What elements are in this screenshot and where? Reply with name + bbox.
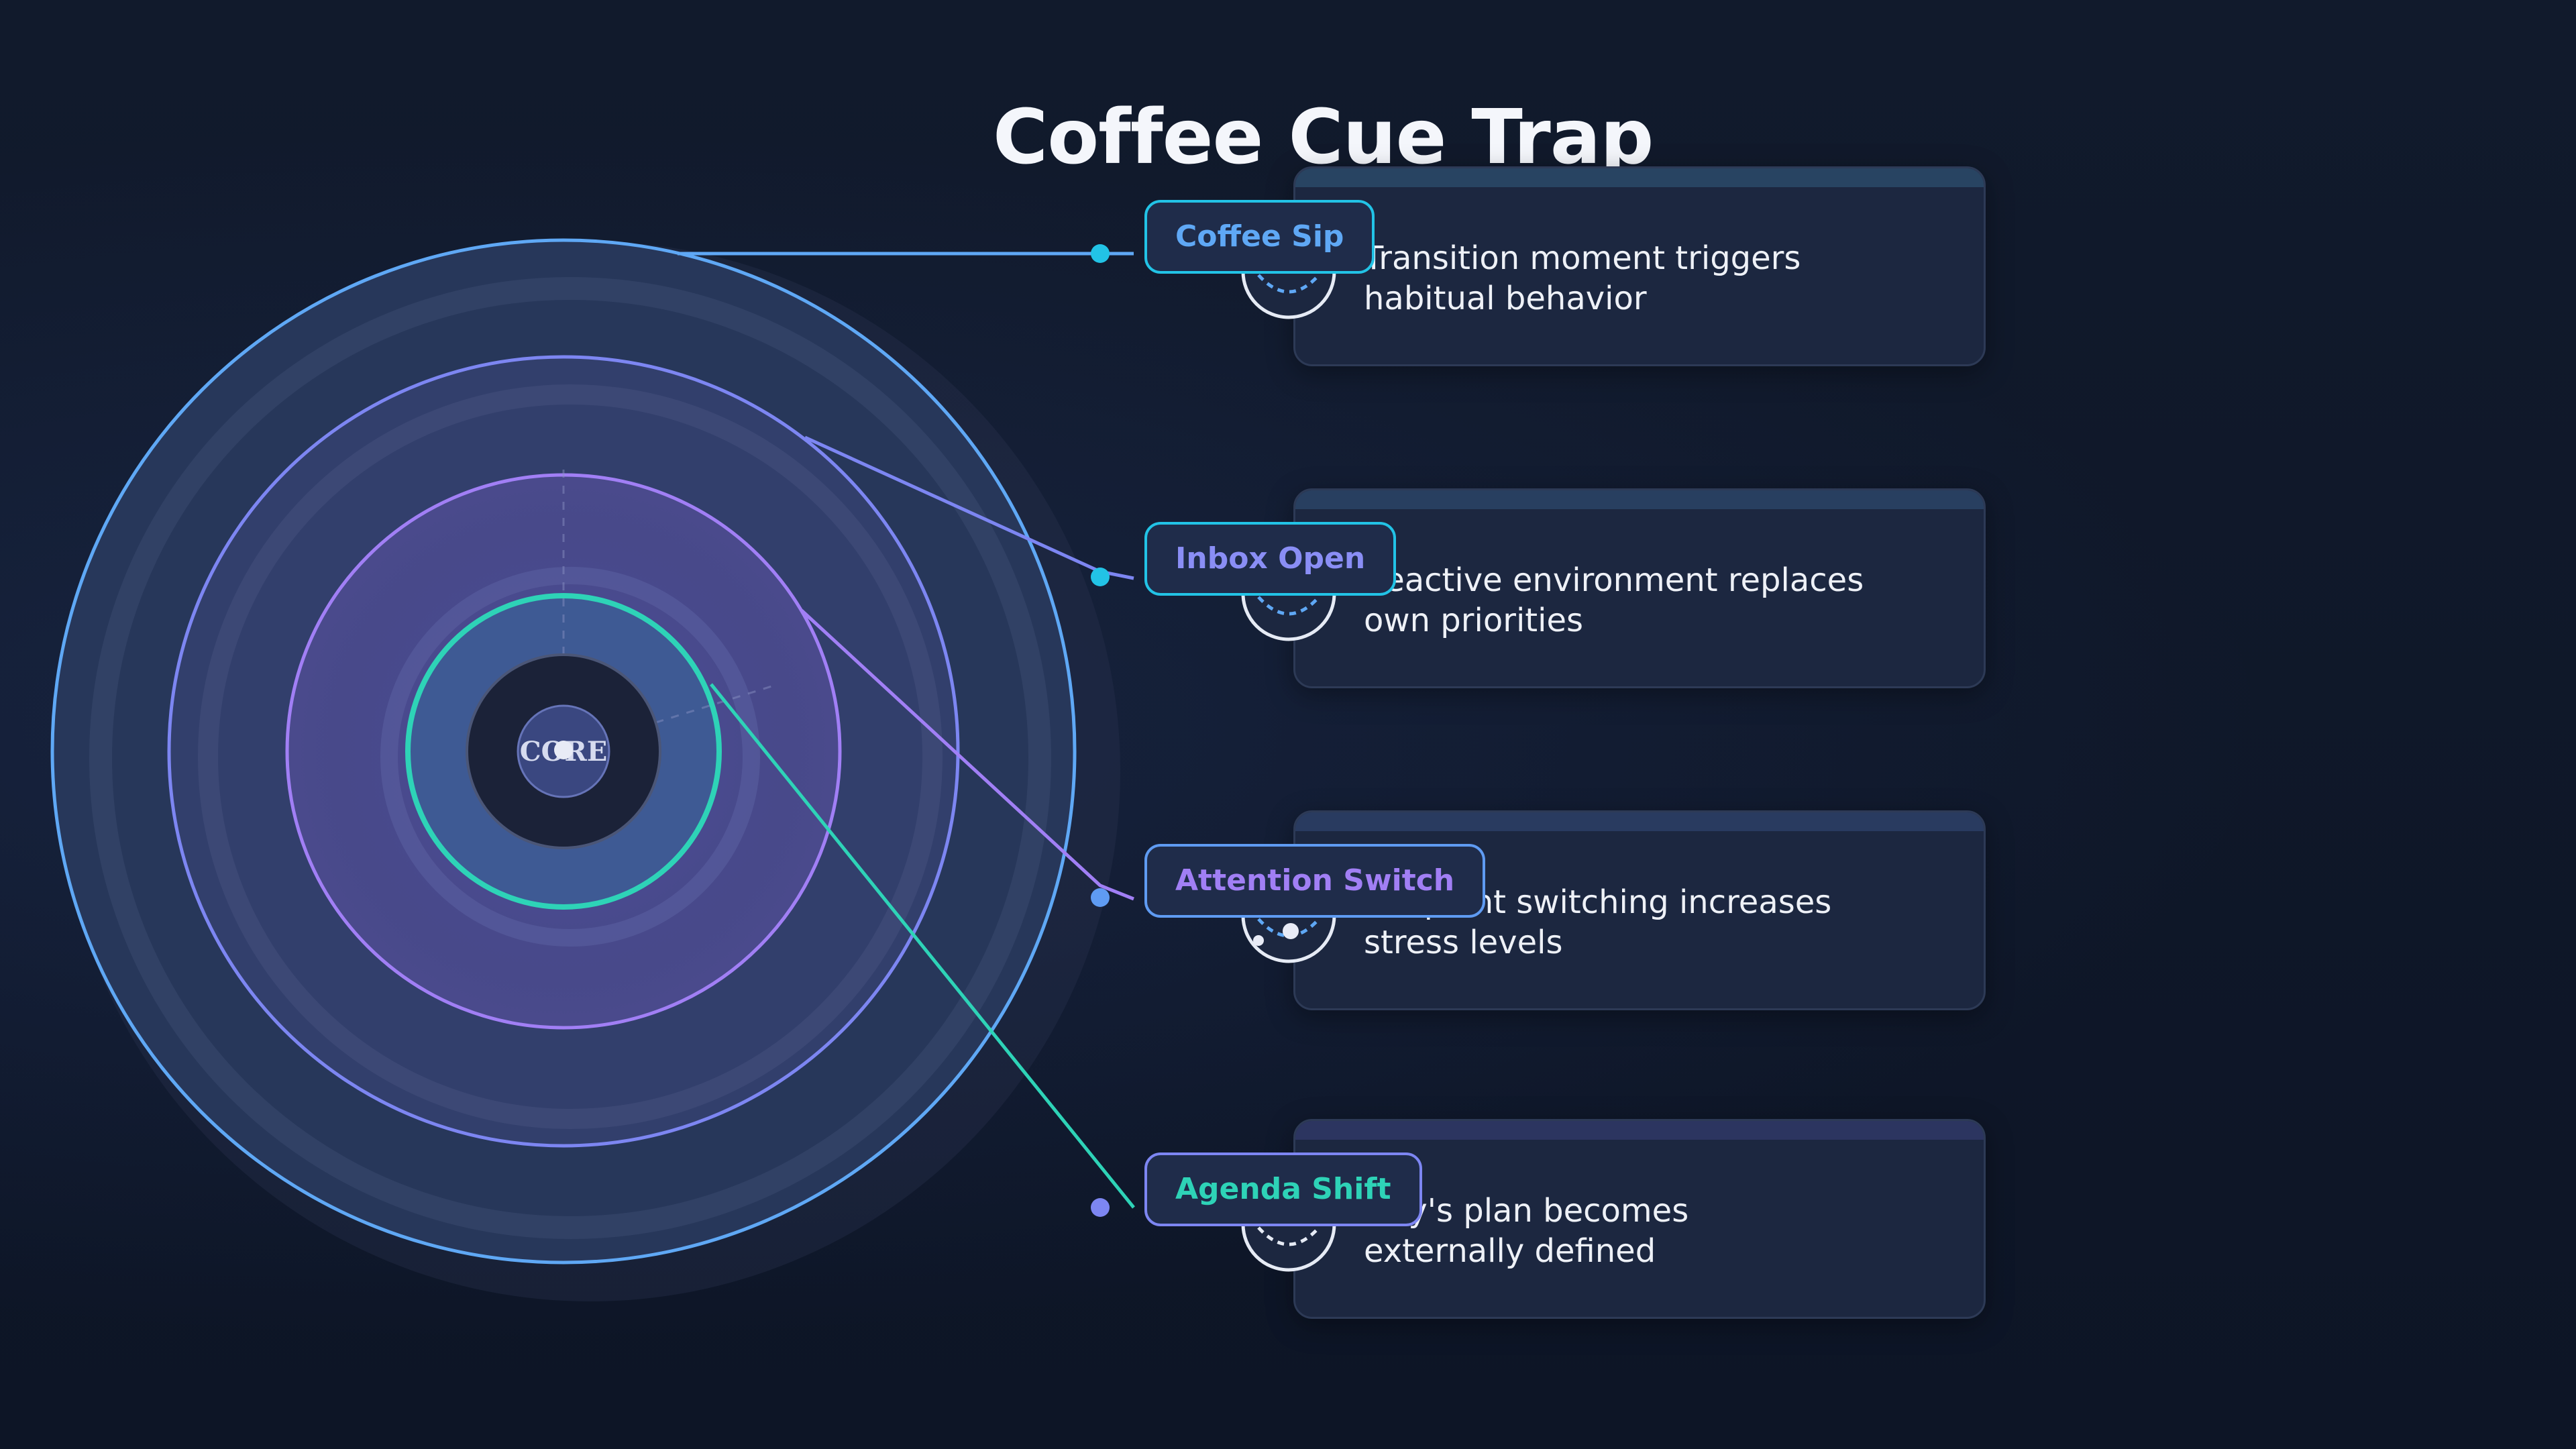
connector-dot-coffee-sip <box>1091 244 1110 263</box>
connectors <box>678 244 1135 1217</box>
connector-dot-agenda-shift <box>1091 1198 1110 1217</box>
ring-coffee-sip-band <box>89 277 1051 1239</box>
stage-card-coffee-sip: Transition moment triggers habitual beha… <box>1293 166 1986 366</box>
connector-attention-switch <box>800 609 1134 901</box>
connector-agenda-shift <box>710 683 1135 1209</box>
stage-description-line-2: own priorities <box>1364 602 1583 639</box>
card-band <box>1295 490 1984 509</box>
stage-description-line-1: Day's plan becomes <box>1364 1192 1689 1230</box>
stage-label-coffee-sip: Coffee Sip <box>1144 200 1375 274</box>
stage-card-inbox-open: Reactive environment replaces own priori… <box>1293 488 1986 688</box>
card-band <box>1295 812 1984 831</box>
stage-description-line-2: externally defined <box>1364 1232 1656 1270</box>
connector-dot-attention-switch <box>1091 888 1110 907</box>
stage-description: Reactive environment replaces own priori… <box>1364 560 1927 641</box>
stage-description-line-2: habitual behavior <box>1364 280 1647 317</box>
stage-label-inbox-open: Inbox Open <box>1144 522 1397 596</box>
core-dot <box>554 741 573 759</box>
connector-dot-inbox-open <box>1091 568 1110 586</box>
stage-description: Transition moment triggers habitual beha… <box>1364 238 1927 319</box>
stage-description-line-1: Reactive environment replaces <box>1364 561 1864 599</box>
card-band <box>1295 1121 1984 1140</box>
card-band <box>1295 168 1984 187</box>
stage-label-attention-switch: Attention Switch <box>1144 844 1486 918</box>
ring-agenda-shift-band <box>380 567 760 947</box>
stage-label-agenda-shift: Agenda Shift <box>1144 1152 1422 1226</box>
stage-description-line-1: Transition moment triggers <box>1364 239 1801 277</box>
ring-inbox-open-band <box>198 384 943 1129</box>
stage-description: Day's plan becomes externally defined <box>1364 1191 1927 1271</box>
stage-description-line-2: stress levels <box>1364 924 1563 961</box>
